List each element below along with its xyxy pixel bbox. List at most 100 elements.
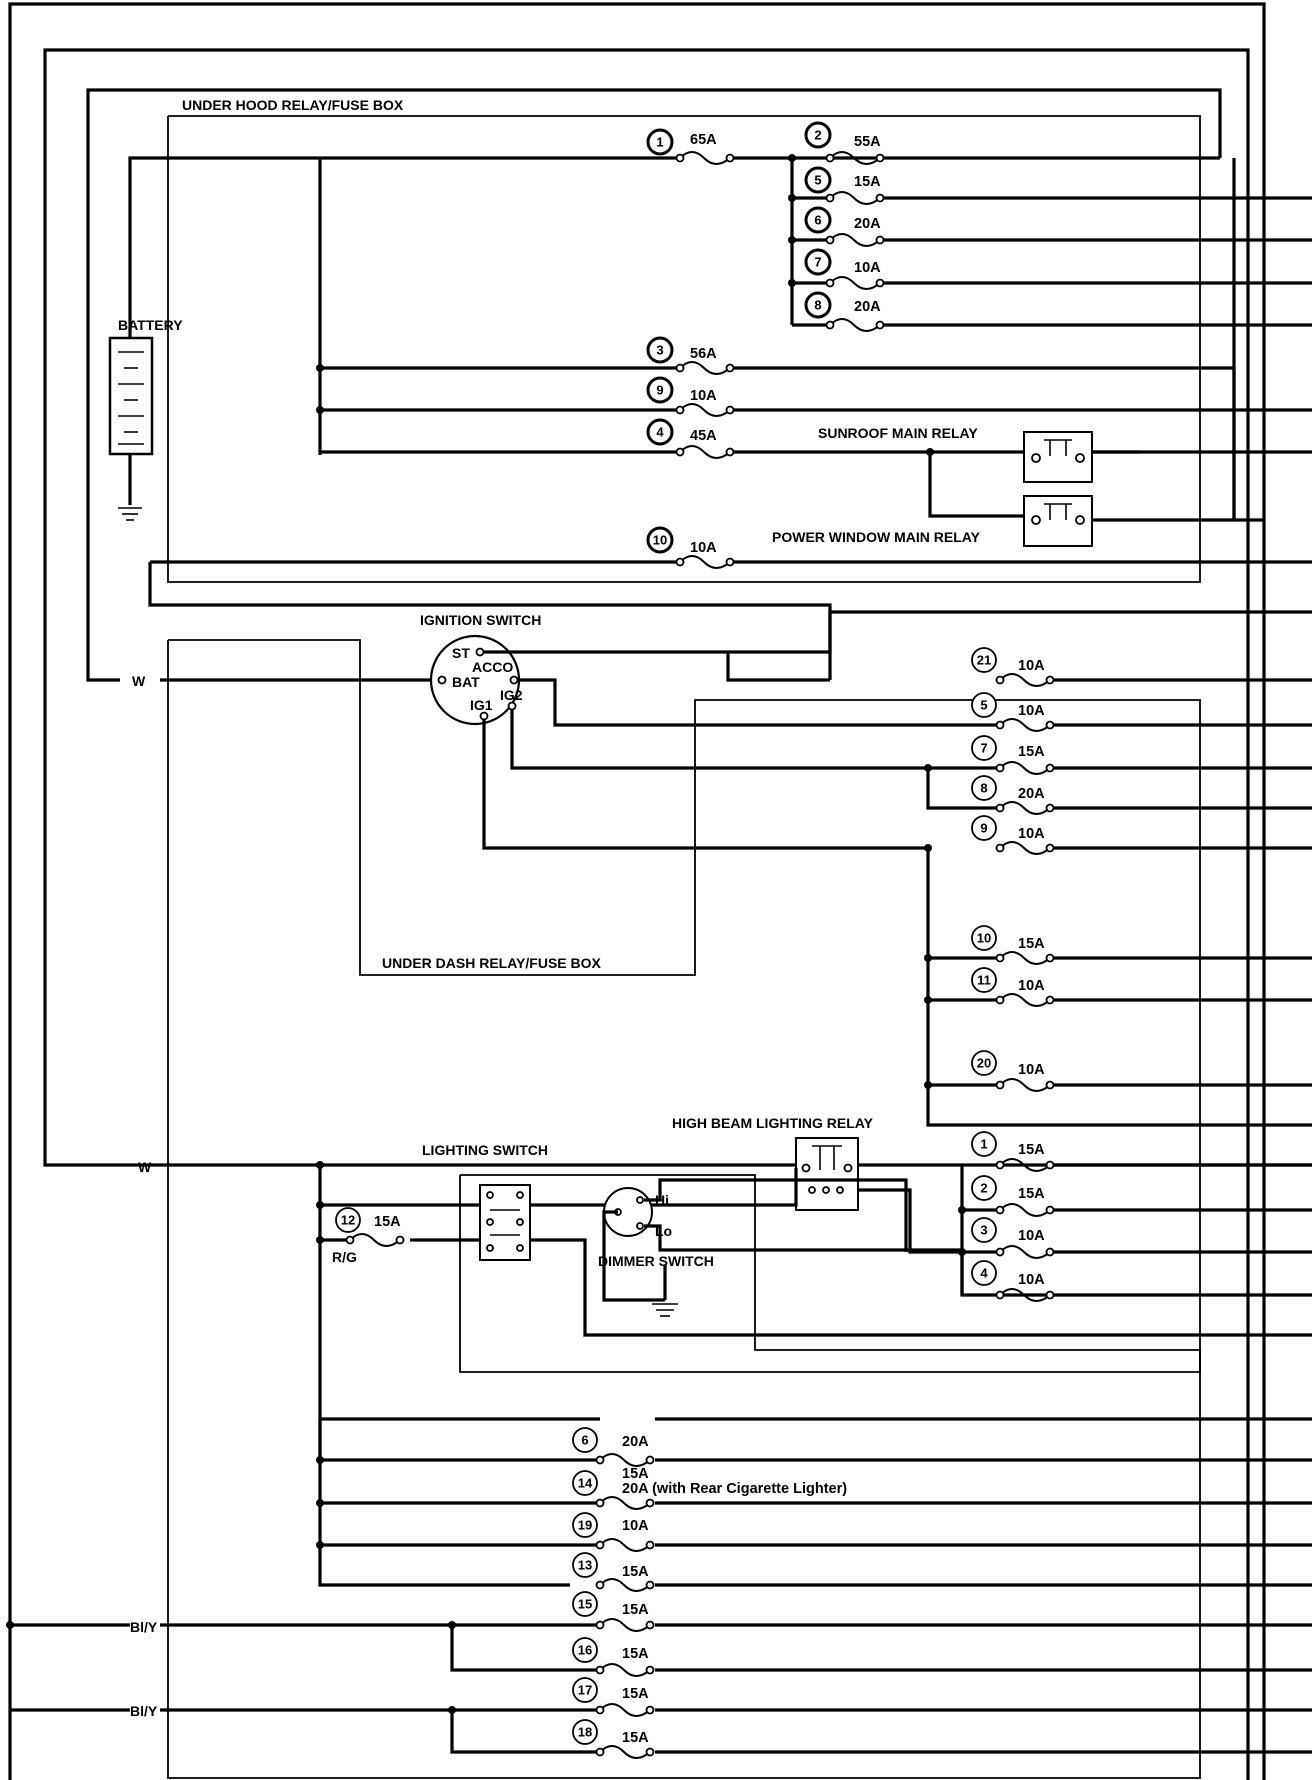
ign-bat-label: BAT xyxy=(452,674,480,690)
under-hood-fuse-rating: 45A xyxy=(690,428,717,444)
under-dash-fuse-number: 7 xyxy=(980,741,987,756)
wire-w-lower-label: W xyxy=(138,1159,152,1175)
wire-labels: W W Bl/Y Bl/Y R/G xyxy=(130,673,357,1719)
under-hood-fuse-number: 6 xyxy=(814,213,821,228)
under-dash-fuse-rating: 10A xyxy=(1018,703,1045,719)
bly-buses xyxy=(6,1621,1312,1754)
under-hood-fuse-number-badge xyxy=(646,128,674,156)
under-dash-fuse-rating: 10A xyxy=(1018,978,1045,994)
under-hood-fuse-number: 9 xyxy=(656,383,663,398)
outer-feed-wires xyxy=(8,2,1312,1780)
under-dash-fuse-number: 3 xyxy=(980,1223,987,1238)
under-dash-fuse-number: 14 xyxy=(578,1476,593,1491)
ground-icon xyxy=(118,507,142,521)
under-dash-fuse-number: 2 xyxy=(980,1181,987,1196)
under-dash-fuse-number: 4 xyxy=(980,1266,988,1281)
under-hood-fuse-rating: 20A xyxy=(854,299,881,315)
under-dash-fuse-rating: 10A xyxy=(1018,826,1045,842)
under-hood-fuse-rating: 10A xyxy=(854,260,881,276)
power-window-relay-label: POWER WINDOW MAIN RELAY xyxy=(772,529,981,545)
under-dash-fuse-number-badge xyxy=(971,1260,997,1286)
under-dash-fuse-number-badge xyxy=(572,1470,598,1496)
high-beam-lighting-relay: HIGH BEAM LIGHTING RELAY xyxy=(672,1115,1312,1297)
under-dash-fuse-number-badge xyxy=(572,1677,598,1703)
wire-bly-1-label: Bl/Y xyxy=(130,1619,158,1635)
under-hood-fuse-8: 8 20A xyxy=(804,291,885,332)
under-dash-fuse-6: 6 20A xyxy=(572,1427,655,1467)
under-dash-fuse-number: 21 xyxy=(977,653,991,668)
under-hood-fuse-number-badge xyxy=(646,526,674,554)
under-dash-fuse-number-badge xyxy=(572,1719,598,1745)
under-hood-fuse-number: 7 xyxy=(814,255,821,270)
under-dash-fuse-rating: 15A xyxy=(1018,744,1045,760)
under-dash-fuse-number: 9 xyxy=(980,821,987,836)
feed-wire-w-upper xyxy=(86,88,1222,682)
under-hood-fuse-number: 5 xyxy=(814,173,821,188)
under-hood-fuse-rating: 55A xyxy=(854,134,881,150)
under-dash-fuse-number-badge xyxy=(572,1591,598,1617)
feed-wire-outer xyxy=(8,2,1266,1780)
under-dash-fuse-number-badge xyxy=(971,775,997,801)
under-dash-fuse-number-badge xyxy=(572,1552,598,1578)
under-hood-fuse-7: 7 10A xyxy=(804,248,885,290)
ignition-switch-label: IGNITION SWITCH xyxy=(420,612,541,628)
ignition-switch: IGNITION SWITCH ST ACCO BAT IG2 IG1 xyxy=(420,610,1312,850)
under-dash-fuse-number: 20 xyxy=(977,1056,991,1071)
under-hood-fuse-number: 8 xyxy=(814,298,821,313)
under-hood-fuse-rating: 65A xyxy=(690,132,717,148)
fuse-2-branches xyxy=(788,194,1312,327)
power-window-main-relay: POWER WINDOW MAIN RELAY xyxy=(772,495,1264,547)
under-dash-fuse-number: 13 xyxy=(578,1558,592,1573)
battery-label: BATTERY xyxy=(118,317,183,333)
under-hood-fuse-number-badge xyxy=(646,376,674,404)
ground-icon xyxy=(652,1303,678,1317)
under-dash-fuse-rating: 15A xyxy=(622,1466,649,1482)
under-dash-fuse-number-badge xyxy=(971,925,997,951)
under-dash-fuse-number-badge xyxy=(572,1512,598,1538)
under-dash-fuse-rating: 15A xyxy=(622,1646,649,1662)
under-dash-box-label: UNDER DASH RELAY/FUSE BOX xyxy=(382,955,602,971)
under-dash-fuse-rating: 20A xyxy=(622,1434,649,1450)
under-dash-fuse-number: 16 xyxy=(578,1643,592,1658)
under-dash-fuse-number-badge xyxy=(971,692,997,718)
under-dash-fuse-number-badge xyxy=(971,1131,997,1157)
wire-rg-label: R/G xyxy=(332,1249,357,1265)
under-dash-fuse-rating: 20A xyxy=(1018,786,1045,802)
under-dash-fuse-number-badge xyxy=(971,1217,997,1243)
under-dash-fuse-number: 19 xyxy=(578,1518,592,1533)
under-dash-fuse-number-badge xyxy=(572,1637,598,1663)
under-dash-fuse-number: 6 xyxy=(581,1433,588,1448)
under-hood-fuse-number: 1 xyxy=(656,135,663,150)
under-hood-fuse-1: 1 65A xyxy=(646,128,735,165)
sunroof-relay-label: SUNROOF MAIN RELAY xyxy=(818,425,978,441)
ign-ig2-label: IG2 xyxy=(500,687,523,703)
under-hood-box-label: UNDER HOOD RELAY/FUSE BOX xyxy=(182,97,404,113)
under-dash-fuse-rating: 15A xyxy=(622,1602,649,1618)
under-hood-fuse-rating: 20A xyxy=(854,216,881,232)
lighting-switch-label: LIGHTING SWITCH xyxy=(422,1142,548,1158)
under-hood-fuse-number-badge xyxy=(646,418,674,446)
under-hood-fuse-number-badge xyxy=(646,336,674,364)
under-hood-fuse-rating: 56A xyxy=(690,346,717,362)
under-hood-fuse-number-badge xyxy=(804,291,832,319)
under-dash-fuse-number: 18 xyxy=(578,1725,592,1740)
ign-ig1-label: IG1 xyxy=(470,697,493,713)
ign-st-label: ST xyxy=(452,645,470,661)
under-dash-fuse-16: 16 15A xyxy=(572,1637,655,1677)
under-dash-fuse-number-badge xyxy=(572,1427,598,1453)
lower-distribution-bus xyxy=(316,1161,1312,1587)
under-dash-fuse-9: 9 10A xyxy=(971,815,1055,855)
